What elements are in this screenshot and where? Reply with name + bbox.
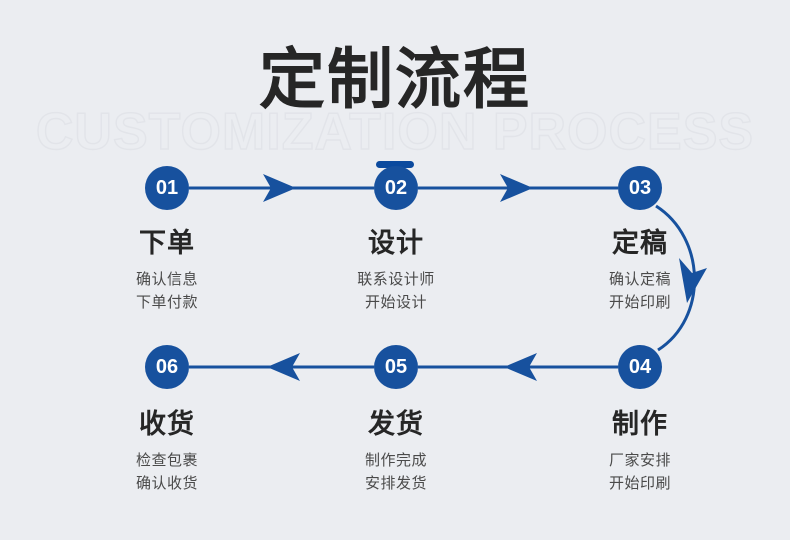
step-number-03: 03 xyxy=(628,176,652,199)
step-subtext-06: 检查包裹 确认收货 xyxy=(67,449,267,496)
step-subline-04-1: 厂家安排 xyxy=(608,452,671,470)
arrow-02-to-03 xyxy=(418,174,618,202)
step-title-06: 收货 xyxy=(139,409,195,439)
step-circle-04[interactable]: 04 xyxy=(618,345,662,389)
step-subline-03-1: 确认定稿 xyxy=(608,271,671,289)
step-circle-05[interactable]: 05 xyxy=(374,345,418,389)
arrow-05-to-06 xyxy=(189,353,374,381)
step-title-02: 设计 xyxy=(368,228,424,258)
page-title: 定制流程 xyxy=(259,42,531,116)
step-subline-02-2: 开始设计 xyxy=(364,294,427,312)
step-subtext-03: 确认定稿 开始印刷 xyxy=(540,268,740,315)
step-label-04: 制作 厂家安排 开始印刷 xyxy=(540,409,740,496)
step-subline-01-1: 确认信息 xyxy=(135,271,198,289)
step-subtext-04: 厂家安排 开始印刷 xyxy=(540,449,740,496)
step-title-04: 制作 xyxy=(612,409,668,439)
step-subline-06-2: 确认收货 xyxy=(135,475,198,493)
step-circle-02[interactable]: 02 xyxy=(374,166,418,210)
arrow-04-to-05 xyxy=(418,353,618,381)
step-title-03: 定稿 xyxy=(612,228,668,258)
step-title-05: 发货 xyxy=(368,409,424,439)
watermark-text: CUSTOMIZATION PROCESS xyxy=(35,103,755,161)
step-number-01: 01 xyxy=(155,176,179,199)
step-number-05: 05 xyxy=(384,355,408,378)
step-number-02: 02 xyxy=(384,176,408,199)
step-subline-05-2: 安排发货 xyxy=(364,475,427,493)
step-subtext-01: 确认信息 下单付款 xyxy=(67,268,267,315)
step-subline-02-1: 联系设计师 xyxy=(357,271,435,289)
step-subline-06-1: 检查包裹 xyxy=(135,452,198,470)
step-label-06: 收货 检查包裹 确认收货 xyxy=(67,409,267,496)
step-label-03: 定稿 确认定稿 开始印刷 xyxy=(540,228,740,315)
step-label-02: 设计 联系设计师 开始设计 xyxy=(296,228,496,315)
step-circle-03[interactable]: 03 xyxy=(618,166,662,210)
step-subline-05-1: 制作完成 xyxy=(364,452,427,470)
step-subline-01-2: 下单付款 xyxy=(135,294,198,312)
step-number-06: 06 xyxy=(155,355,179,378)
step-subtext-05: 制作完成 安排发货 xyxy=(296,449,496,496)
step-label-05: 发货 制作完成 安排发货 xyxy=(296,409,496,496)
arrow-01-to-02 xyxy=(189,174,374,202)
step-subline-04-2: 开始印刷 xyxy=(608,475,671,493)
title-underline-dash xyxy=(376,161,414,168)
step-label-01: 下单 确认信息 下单付款 xyxy=(67,228,267,315)
step-subtext-02: 联系设计师 开始设计 xyxy=(296,268,496,315)
step-circle-06[interactable]: 06 xyxy=(145,345,189,389)
arrow-03-to-04 xyxy=(655,204,707,352)
step-title-01: 下单 xyxy=(139,228,195,258)
step-circle-01[interactable]: 01 xyxy=(145,166,189,210)
step-subline-03-2: 开始印刷 xyxy=(608,294,671,312)
step-number-04: 04 xyxy=(628,355,652,378)
header: CUSTOMIZATION PROCESS 定制流程 xyxy=(0,28,790,168)
